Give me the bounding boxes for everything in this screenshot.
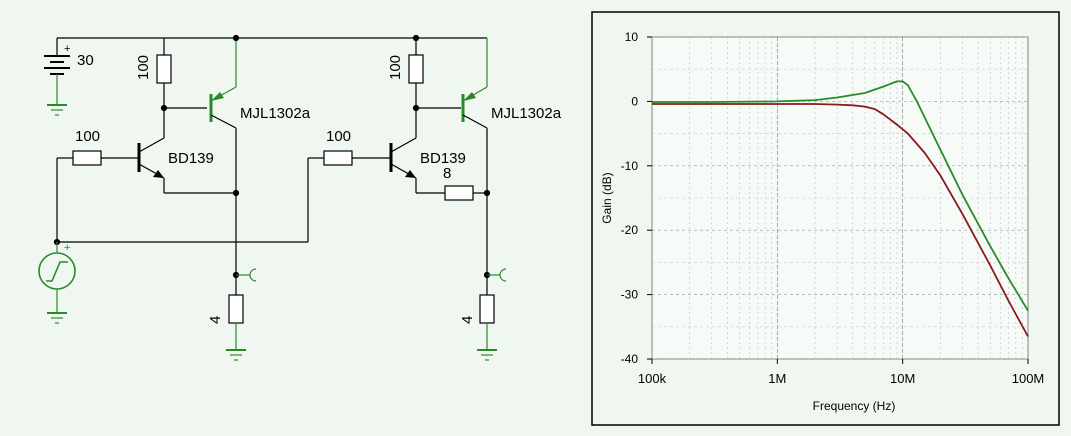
stage1-ground-icon bbox=[226, 349, 246, 361]
stage2-emitter-resistor-label: 8 bbox=[443, 165, 451, 182]
stage1-load-resistor[interactable] bbox=[228, 294, 244, 324]
x-axis-label: Frequency (Hz) bbox=[813, 399, 896, 413]
stage1-power-transistor[interactable] bbox=[209, 38, 237, 275]
x-tick-label: 100M bbox=[1012, 371, 1045, 386]
stage1-driver-label: BD139 bbox=[168, 150, 214, 167]
stage2-load-resistor[interactable] bbox=[479, 294, 495, 324]
stage2-driver-label: BD139 bbox=[420, 150, 466, 167]
battery-label: 30 bbox=[77, 52, 94, 69]
schematic: + 30 100 BD139 MJL1302a bbox=[38, 34, 562, 361]
y-tick-label: -30 bbox=[621, 288, 639, 302]
stage1-collector-resistor[interactable] bbox=[156, 54, 172, 84]
y-axis-label: Gain (dB) bbox=[600, 172, 614, 223]
series-line-2 bbox=[652, 103, 1029, 337]
y-tick-label: 10 bbox=[625, 30, 639, 44]
stage2-emitter-resistor[interactable] bbox=[444, 185, 474, 201]
chart-grid bbox=[651, 36, 1029, 360]
stage2-ground-icon bbox=[477, 349, 497, 361]
stage2-collector-resistor-label: 100 bbox=[387, 55, 404, 80]
y-tick-labels: 10 0 -10 -20 -30 -40 bbox=[621, 30, 652, 366]
stage2-base-resistor-label: 100 bbox=[326, 128, 351, 145]
y-tick-label: -10 bbox=[621, 159, 639, 173]
stage1-power-label: MJL1302a bbox=[240, 105, 311, 122]
signal-source[interactable] bbox=[38, 252, 76, 324]
y-tick-label: 0 bbox=[631, 94, 638, 108]
stage1-collector-resistor-label: 100 bbox=[135, 55, 152, 80]
stage1-load-label: 4 bbox=[207, 316, 224, 324]
stage1-driver-transistor[interactable] bbox=[137, 137, 165, 193]
stage1-output-probe[interactable] bbox=[249, 268, 257, 282]
stage2-base-resistor[interactable] bbox=[323, 150, 353, 166]
gain-chart: 100k 1M 10M 100M 10 0 -10 -20 -30 -40 Frequency … bbox=[591, 11, 1060, 426]
battery-plus-sign: + bbox=[64, 43, 70, 55]
stage2-load-label: 4 bbox=[459, 316, 476, 324]
stage2-driver-transistor[interactable] bbox=[389, 137, 417, 193]
battery-30v[interactable] bbox=[44, 38, 70, 116]
x-tick-label: 1M bbox=[768, 371, 786, 386]
y-tick-label: -40 bbox=[621, 352, 639, 366]
stage2-output-probe[interactable] bbox=[499, 268, 507, 282]
stage2-collector-resistor[interactable] bbox=[408, 54, 424, 84]
x-tick-label: 100k bbox=[638, 371, 667, 386]
source-plus-sign: + bbox=[64, 242, 70, 254]
stage2-power-transistor[interactable] bbox=[461, 38, 488, 275]
y-tick-label: -20 bbox=[621, 223, 639, 237]
series-line-1 bbox=[652, 80, 1029, 312]
stage1-base-resistor[interactable] bbox=[72, 150, 102, 166]
stage1-base-resistor-label: 100 bbox=[75, 128, 100, 145]
chart-series bbox=[652, 80, 1029, 337]
x-tick-label: 10M bbox=[890, 371, 915, 386]
stage2-power-label: MJL1302a bbox=[491, 105, 562, 122]
x-tick-labels: 100k 1M 10M 100M bbox=[638, 359, 1044, 386]
